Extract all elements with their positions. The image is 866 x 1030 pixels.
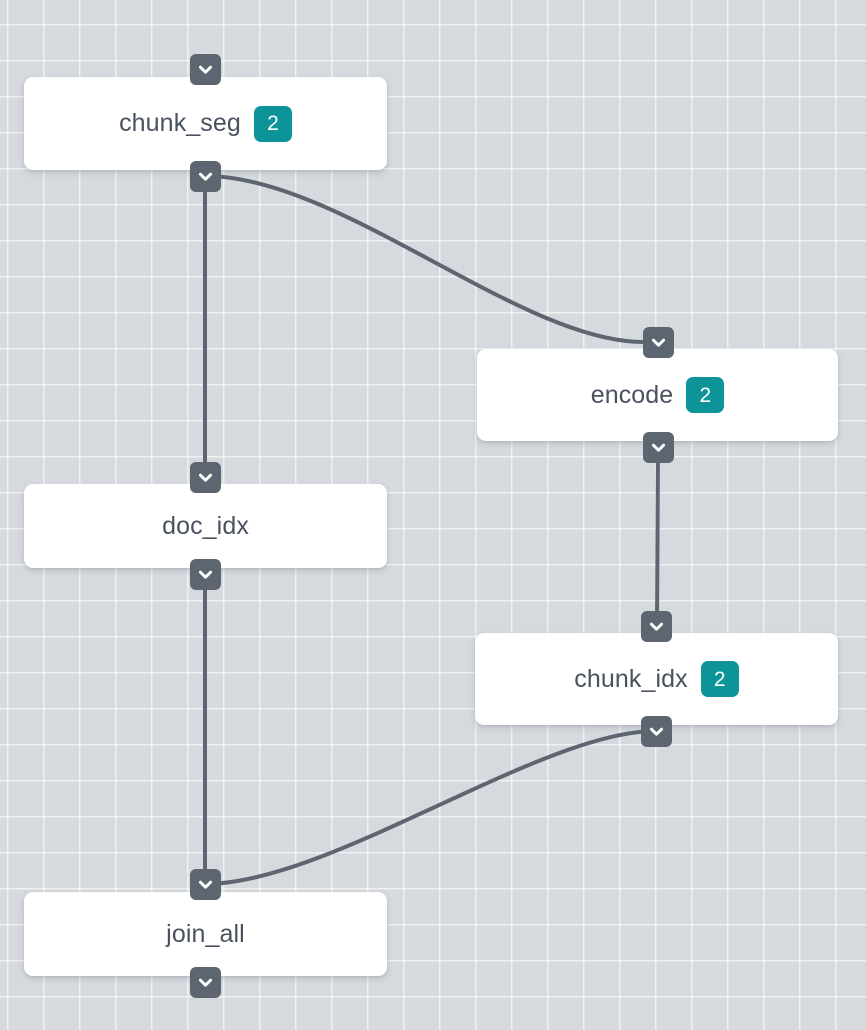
- node-badge-chunk_idx: 2: [700, 661, 739, 697]
- node-chunk_seg[interactable]: chunk_seg 2: [24, 77, 387, 170]
- chevron-down-icon: [649, 727, 664, 736]
- node-badge-chunk_seg: 2: [253, 105, 292, 142]
- handle-encode-target[interactable]: [643, 327, 674, 358]
- node-doc_idx[interactable]: doc_idx: [24, 484, 387, 568]
- node-content-chunk_idx: chunk_idx 2: [574, 661, 739, 697]
- handle-chunk_seg-target[interactable]: [190, 54, 221, 85]
- node-chunk_idx[interactable]: chunk_idx 2: [475, 633, 838, 725]
- handle-join_all-source[interactable]: [190, 967, 221, 998]
- handle-chunk_seg-source[interactable]: [190, 161, 221, 192]
- chevron-down-icon: [651, 338, 666, 347]
- edge-chunk_idx-to-join_all[interactable]: [204, 729, 657, 886]
- node-badge-encode: 2: [686, 377, 725, 413]
- chevron-down-icon: [198, 473, 213, 482]
- node-label-chunk_idx: chunk_idx: [574, 664, 688, 693]
- handle-join_all-target[interactable]: [190, 869, 221, 900]
- node-label-chunk_seg: chunk_seg: [119, 109, 241, 137]
- node-content-chunk_seg: chunk_seg 2: [119, 105, 292, 142]
- node-label-join_all: join_all: [166, 919, 245, 948]
- chevron-down-icon: [198, 570, 213, 579]
- node-join_all[interactable]: join_all: [24, 892, 387, 976]
- chevron-down-icon: [198, 65, 213, 74]
- node-content-doc_idx: doc_idx: [162, 511, 249, 540]
- node-content-join_all: join_all: [166, 919, 245, 948]
- handle-doc_idx-target[interactable]: [190, 462, 221, 493]
- chevron-down-icon: [198, 172, 213, 181]
- handle-encode-source[interactable]: [643, 432, 674, 463]
- chevron-down-icon: [198, 978, 213, 987]
- chevron-down-icon: [651, 443, 666, 452]
- chevron-down-icon: [198, 880, 213, 889]
- handle-chunk_idx-source[interactable]: [641, 716, 672, 747]
- chevron-down-icon: [649, 622, 664, 631]
- node-encode[interactable]: encode 2: [477, 349, 838, 441]
- handle-doc_idx-source[interactable]: [190, 559, 221, 590]
- edge-encode-to-chunk_idx[interactable]: [655, 446, 660, 627]
- edge-chunk_seg-to-encode[interactable]: [204, 174, 644, 344]
- node-label-doc_idx: doc_idx: [162, 511, 249, 540]
- node-content-encode: encode 2: [591, 377, 725, 413]
- handle-chunk_idx-target[interactable]: [641, 611, 672, 642]
- node-label-encode: encode: [590, 380, 674, 409]
